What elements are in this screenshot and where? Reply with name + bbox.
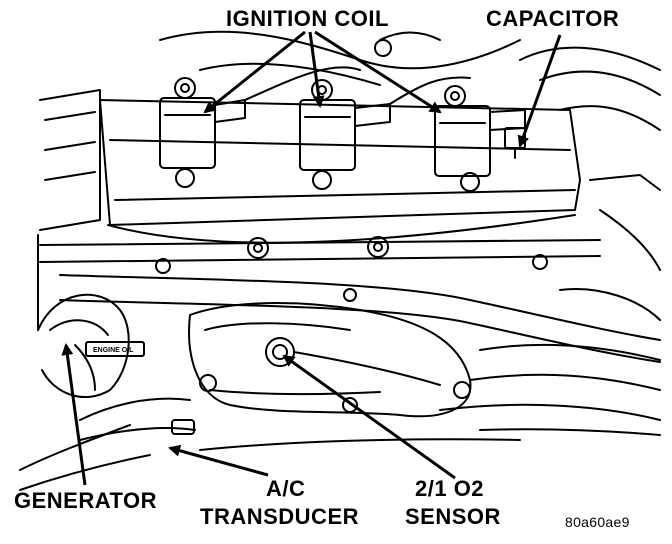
ignition-coil-arrow-1: [203, 30, 306, 114]
generator-label: GENERATOR: [14, 488, 158, 513]
engine-block-left: [39, 89, 101, 231]
ac-transducer-arrow: [168, 444, 269, 477]
capacitor-arrow: [517, 34, 562, 148]
valve-cover: [99, 99, 581, 226]
valve-cover-flange: [39, 239, 601, 246]
ac-transducer-label-line2: TRANSDUCER: [200, 504, 359, 529]
ac-line: [79, 397, 191, 421]
main-hose: [59, 274, 661, 341]
ignition-coil-arrow-3: [314, 30, 442, 114]
engine-oil-tag-text: ENGINE OIL: [93, 347, 134, 354]
upper-bolt: [374, 39, 392, 57]
ac-transducer-label-line1: A/C: [266, 476, 306, 501]
ignition-coil-1: [159, 97, 216, 169]
capacitor-label: CAPACITOR: [486, 6, 620, 31]
ac-transducer-part: [171, 419, 195, 435]
o2-sensor-arrow: [282, 354, 456, 480]
ignition-coil-3: [434, 105, 491, 177]
figure-code: 80a60ae9: [565, 514, 630, 530]
engine-oil-tag: [85, 341, 145, 357]
ignition-coil-2: [299, 99, 356, 171]
ignition-coil-label: IGNITION COIL: [226, 6, 389, 31]
exhaust-manifold: [188, 302, 472, 418]
ignition-coil-arrow-2: [308, 31, 325, 108]
o2-sensor-label-line2: SENSOR: [405, 504, 501, 529]
o2-sensor-label-line1: 2/1 O2: [415, 476, 485, 501]
generator-arrow: [61, 343, 87, 486]
upper-hose: [159, 30, 521, 70]
generator-body: [37, 293, 130, 399]
